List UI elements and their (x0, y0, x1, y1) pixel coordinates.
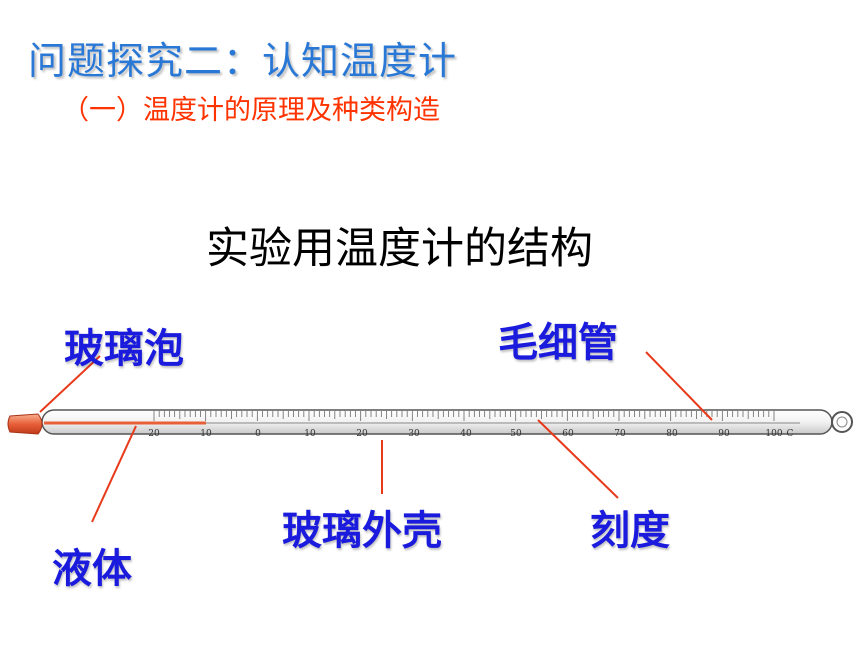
label-liquid: 液体 (52, 546, 132, 592)
scale-unit: C (787, 429, 794, 439)
scale-numbers: 20 10 0 10 20 30 40 50 60 70 80 90 100 C (148, 429, 793, 439)
scale-number: 90 (718, 429, 730, 439)
bulb-leader-line (39, 355, 101, 413)
hanging-ring-inner (836, 416, 848, 428)
page-title: 问题探究二：认知温度计 (28, 39, 458, 83)
label-glass-bulb: 玻璃泡 (64, 326, 184, 372)
scale-number: 40 (460, 429, 472, 439)
scale-number: 60 (562, 429, 574, 439)
scale-number: 100 (765, 429, 782, 439)
label-capillary: 毛细管 (498, 320, 618, 366)
scale-number: 20 (356, 429, 368, 439)
scale-number: 30 (408, 429, 420, 439)
scale-number: 20 (148, 429, 160, 439)
liquid-leader-line (91, 425, 137, 523)
label-scale: 刻度 (590, 508, 670, 554)
capillary-leader-line (645, 351, 713, 421)
scale-number: 10 (304, 429, 316, 439)
scale-number: 70 (614, 429, 626, 439)
section-subtitle: （一）温度计的原理及种类构造 (62, 95, 440, 126)
scale-leader-line (537, 419, 619, 499)
scale-number: 0 (255, 429, 261, 439)
diagram-heading: 实验用温度计的结构 (206, 224, 593, 274)
scale-number: 50 (510, 429, 522, 439)
scale-number: 80 (666, 429, 678, 439)
glass-bulb (7, 413, 43, 435)
scale-ticks (153, 411, 775, 421)
scale-number: 10 (200, 429, 212, 439)
label-glass-shell: 玻璃外壳 (282, 508, 442, 554)
